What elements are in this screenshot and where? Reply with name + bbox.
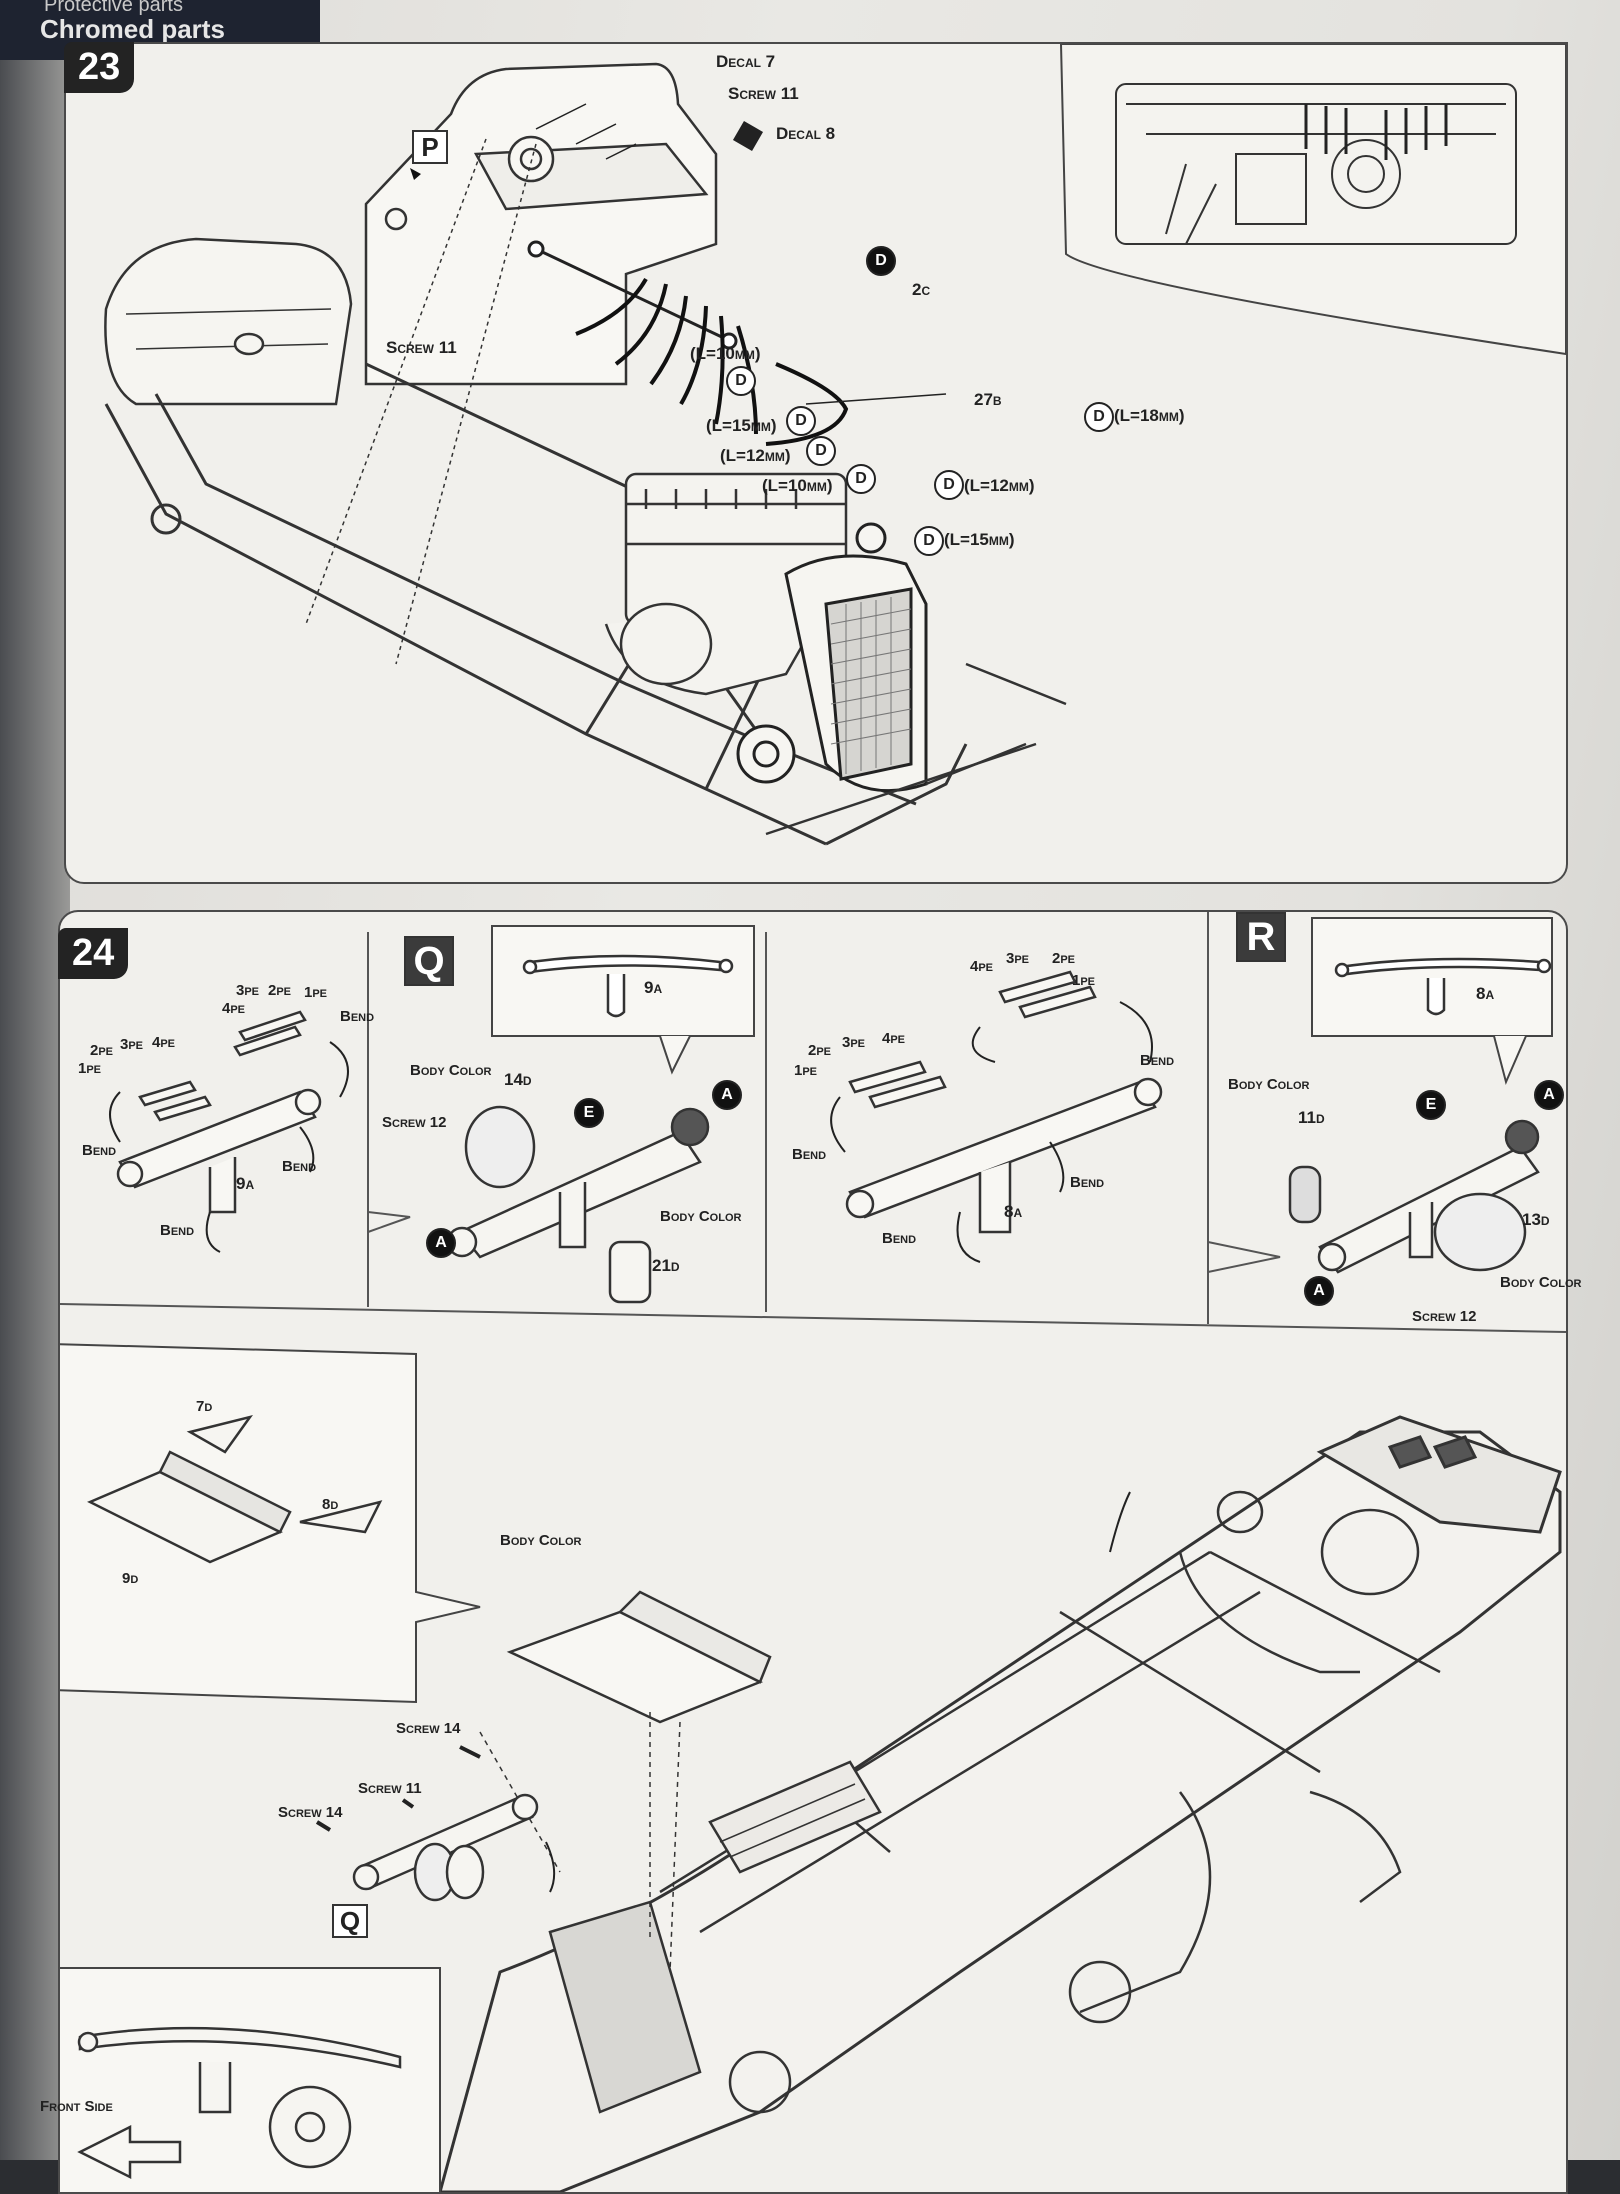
part-group-p-label: P	[412, 130, 448, 164]
part-11d-label: 11d	[1298, 1108, 1325, 1127]
bend-label-e: Bend	[1140, 1052, 1175, 1069]
screw-14-label-a: Screw 14	[396, 1720, 461, 1737]
part-2c-label: 2c	[912, 280, 931, 299]
spring-leaf-2pe-label-a: 2pe	[268, 982, 292, 999]
part-9a-label-a: 9a	[236, 1174, 255, 1193]
part-27b-label: 27b	[974, 390, 1002, 409]
connector-d-1: D	[726, 366, 756, 396]
connector-d-4: D	[846, 464, 876, 494]
spring-leaf-1pe-label-d: 1pe	[794, 1062, 818, 1079]
body-color-label-r1: Body Color	[1228, 1076, 1310, 1093]
length-10mm-label-a: (L=10mm)	[690, 344, 761, 363]
connector-a-q-right: A	[712, 1080, 742, 1110]
step-24-panel: 24 3pe 2pe 1pe 4pe Bend 2pe 3pe 4pe 1pe …	[40, 910, 1581, 2194]
screw-12-label-q: Screw 12	[382, 1114, 447, 1131]
bend-label-g: Bend	[1070, 1174, 1105, 1191]
part-8a-label-r: 8a	[1476, 984, 1495, 1003]
step-23-illustration	[104, 44, 1566, 846]
strip-text-2: Chromed parts	[40, 14, 225, 44]
connector-d-6: D	[914, 526, 944, 556]
decal-8-label: Decal 8	[776, 124, 836, 143]
bend-label-h: Bend	[882, 1230, 917, 1247]
body-color-label-r2: Body Color	[1500, 1274, 1582, 1291]
step-23-panel: 23 P Decal 7 Screw 11 Decal 8 Screw 11 D…	[64, 42, 1568, 884]
length-12mm-label-b: (L=12mm)	[964, 476, 1035, 495]
part-group-q-lower-label: Q	[332, 1904, 368, 1938]
step-24-badge: 24	[58, 928, 129, 979]
spring-leaf-3pe-label-b: 3pe	[120, 1036, 144, 1053]
bend-label-b: Bend	[82, 1142, 117, 1159]
part-8a-label-a: 8a	[1004, 1202, 1023, 1221]
connector-d-3: D	[806, 436, 836, 466]
connector-a-r-left: A	[1304, 1276, 1334, 1306]
bend-label-c: Bend	[282, 1158, 317, 1175]
screw-12-label-r: Screw 12	[1412, 1308, 1477, 1325]
spring-leaf-1pe-label-c: 1pe	[1072, 972, 1096, 989]
part-8d-label: 8d	[322, 1496, 339, 1513]
step-24-illustration	[60, 912, 1566, 2192]
bend-label-a: Bend	[340, 1008, 375, 1025]
spring-leaf-4pe-label-a: 4pe	[222, 1000, 246, 1017]
length-18mm-label: (L=18mm)	[1114, 406, 1185, 425]
spring-leaf-2pe-label-b: 2pe	[90, 1042, 114, 1059]
connector-d-7: D	[1084, 402, 1114, 432]
bend-label-f: Bend	[792, 1146, 827, 1163]
screw-11-left-label: Screw 11	[386, 338, 457, 357]
spring-leaf-1pe-label-a: 1pe	[304, 984, 328, 1001]
connector-d-5: D	[934, 470, 964, 500]
spring-leaf-2pe-label-d: 2pe	[808, 1042, 832, 1059]
strip-text-1: Protective parts	[44, 0, 183, 16]
spring-leaf-4pe-label-d: 4pe	[882, 1030, 906, 1047]
screw-14-label-b: Screw 14	[278, 1804, 343, 1821]
spring-leaf-3pe-label-d: 3pe	[842, 1034, 866, 1051]
spring-leaf-1pe-label-b: 1pe	[78, 1060, 102, 1077]
spring-leaf-2pe-label-c: 2pe	[1052, 950, 1076, 967]
connector-d-2: D	[786, 406, 816, 436]
step-23-badge: 23	[64, 42, 135, 93]
length-12mm-label-a: (L=12mm)	[720, 446, 791, 465]
decal-7-label: Decal 7	[716, 52, 776, 71]
connector-a-q-left: A	[426, 1228, 456, 1258]
connector-d-top: D	[866, 246, 896, 276]
connector-a-r-right: A	[1534, 1080, 1564, 1110]
screw-11-label-lower: Screw 11	[358, 1780, 422, 1797]
bend-label-d: Bend	[160, 1222, 195, 1239]
part-14d-label: 14d	[504, 1070, 532, 1089]
length-10mm-label-b: (L=10mm)	[762, 476, 833, 495]
length-15mm-label-b: (L=15mm)	[944, 530, 1015, 549]
spring-leaf-4pe-label-c: 4pe	[970, 958, 994, 975]
spring-leaf-3pe-label-a: 3pe	[236, 982, 260, 999]
body-color-label-lower: Body Color	[500, 1532, 582, 1549]
connector-e-q: E	[574, 1098, 604, 1128]
front-side-label: Front Side	[40, 2098, 113, 2115]
part-group-r-badge: R	[1236, 912, 1286, 962]
part-21d-label: 21d	[652, 1256, 680, 1275]
part-9a-label-q: 9a	[644, 978, 663, 997]
part-group-q-badge: Q	[404, 936, 454, 986]
part-7d-label: 7d	[196, 1398, 213, 1415]
spring-leaf-3pe-label-c: 3pe	[1006, 950, 1030, 967]
spring-leaf-4pe-label-b: 4pe	[152, 1034, 176, 1051]
length-15mm-label-a: (L=15mm)	[706, 416, 777, 435]
part-9d-label: 9d	[122, 1570, 139, 1587]
body-color-label-q2: Body Color	[660, 1208, 742, 1225]
body-color-label-q1: Body Color	[410, 1062, 492, 1079]
screw-11-top-label: Screw 11	[728, 84, 799, 103]
part-13d-label: 13d	[1522, 1210, 1550, 1229]
connector-e-r: E	[1416, 1090, 1446, 1120]
